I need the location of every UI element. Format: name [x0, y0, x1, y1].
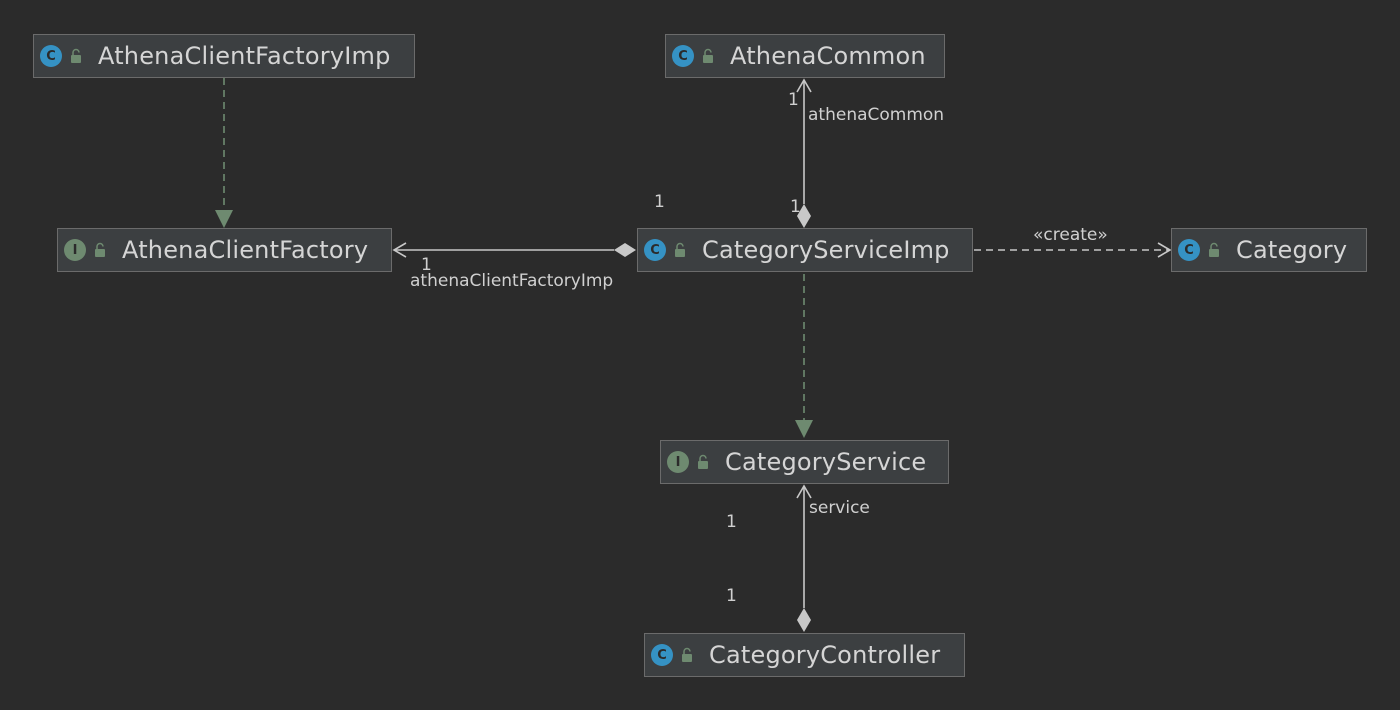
realization-edge-service-imp — [795, 274, 813, 438]
multiplicity-label: 1 — [726, 512, 737, 532]
role-label-athena-client-factory-imp: athenaClientFactoryImp — [410, 271, 614, 291]
composition-edge-service — [796, 484, 812, 632]
multiplicity-label: 1 — [421, 255, 432, 275]
role-label-service: service — [809, 498, 870, 518]
lock-icon — [675, 242, 685, 257]
lock-icon — [71, 48, 81, 63]
node-label: Category — [1236, 236, 1348, 264]
node-label: AthenaClientFactory — [122, 236, 369, 264]
composition-edge-athena-common — [796, 78, 812, 228]
class-icon: C — [644, 239, 666, 261]
node-athena-client-factory[interactable]: I AthenaClientFactory — [57, 228, 392, 272]
create-dependency-edge — [974, 242, 1172, 258]
node-category-service-imp[interactable]: C CategoryServiceImp — [637, 228, 973, 272]
node-athena-common[interactable]: C AthenaCommon — [665, 34, 945, 78]
node-label: CategoryService — [725, 448, 927, 476]
lock-icon — [698, 454, 708, 469]
role-label-athena-common: athenaCommon — [808, 105, 945, 125]
lock-icon — [1209, 242, 1219, 257]
node-category-controller[interactable]: C CategoryController — [644, 633, 965, 677]
node-label: CategoryServiceImp — [702, 236, 950, 264]
lock-icon — [682, 647, 692, 662]
multiplicity-label: 1 — [726, 586, 737, 606]
realization-edge-factory-imp — [215, 78, 233, 228]
node-label: AthenaCommon — [730, 42, 926, 70]
class-icon: C — [651, 644, 673, 666]
node-category-service[interactable]: I CategoryService — [660, 440, 949, 484]
class-icon: C — [1178, 239, 1200, 261]
multiplicity-label: 1 — [788, 90, 799, 110]
node-category[interactable]: C Category — [1171, 228, 1367, 272]
multiplicity-label: 1 — [790, 197, 801, 217]
stereotype-label-create: «create» — [1033, 225, 1108, 245]
interface-icon: I — [64, 239, 86, 261]
class-icon: C — [40, 45, 62, 67]
class-icon: C — [672, 45, 694, 67]
node-label: AthenaClientFactoryImp — [98, 42, 391, 70]
node-label: CategoryController — [709, 641, 941, 669]
interface-icon: I — [667, 451, 689, 473]
node-athena-client-factory-imp[interactable]: C AthenaClientFactoryImp — [33, 34, 415, 78]
lock-icon — [703, 48, 713, 63]
multiplicity-label: 1 — [654, 192, 665, 212]
composition-edge-athena-client-factory — [392, 242, 636, 258]
lock-icon — [95, 242, 105, 257]
